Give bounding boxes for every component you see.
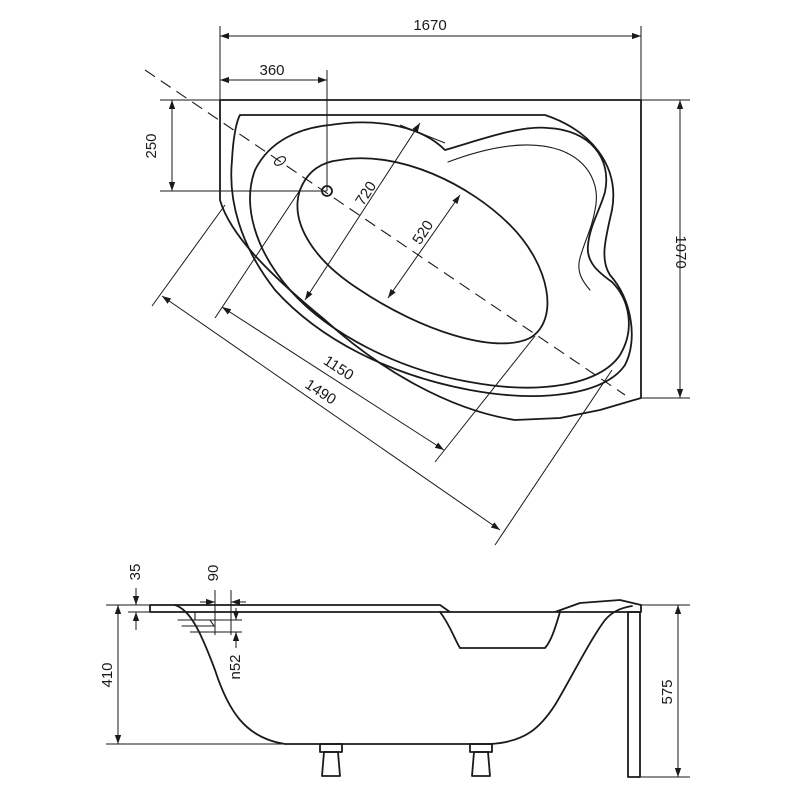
headrest-recess [439,611,561,649]
dim-outer-length [161,295,501,531]
leg-left [319,743,343,753]
dim-outer-width [304,122,421,301]
inner-length-label: 1150 [320,352,356,384]
tub-rim-outline [230,114,633,397]
overall-depth-label: 1070 [672,235,689,268]
outer-length-label: 1490 [302,376,339,408]
headrest-lobe [447,144,597,291]
support-panel [627,611,641,778]
overall-width-label: 1670 [413,17,446,34]
dim-inner-width [387,194,461,299]
drain-offset-x-label: 360 [259,62,284,79]
overflow-icon [273,156,287,166]
leg-right-foot [471,751,491,777]
total-height-label: 575 [659,679,676,704]
side-view: 35 90 n52 410 575 [99,564,690,778]
tub-body-side [174,604,633,745]
leg-right [469,743,493,753]
drain-size-label: n52 [227,654,244,679]
leg-left-foot [321,751,341,777]
dim-inner-length [221,306,445,451]
basin-rim [249,121,630,389]
overflow-width-label: 90 [205,565,222,582]
basin-bottom [296,157,549,345]
depth-label: 410 [99,662,116,687]
inner-width-label: 520 [409,217,437,247]
drain-offset-y-label: 250 [143,133,160,158]
outer-width-label: 720 [352,178,380,208]
rim-thickness-label: 35 [127,564,144,581]
tub-rim-side [149,599,642,613]
top-view: 1670 360 1070 250 720 520 1150 1490 [143,17,690,546]
